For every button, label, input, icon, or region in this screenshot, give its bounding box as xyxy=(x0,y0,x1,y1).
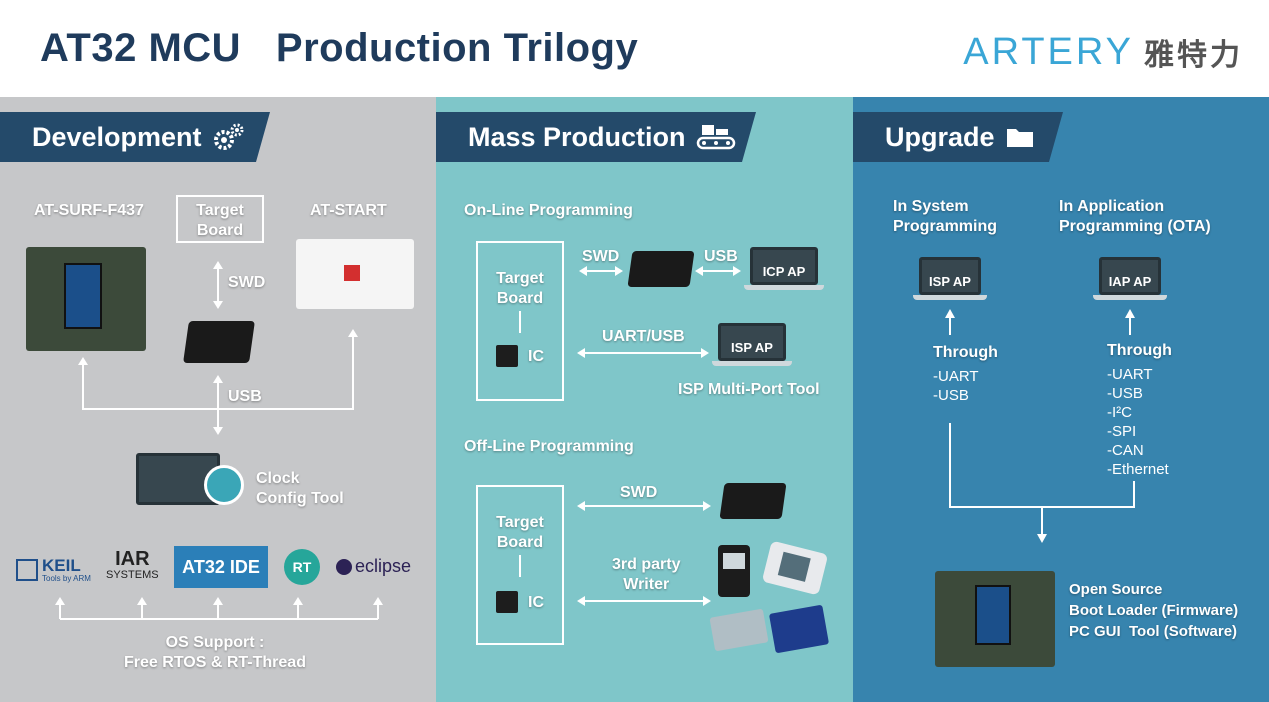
gears-icon xyxy=(212,122,246,152)
icp-ap-label: ICP AP xyxy=(750,247,818,285)
mass-production-header: Mass Production xyxy=(436,112,756,162)
upgrade-header: Upgrade xyxy=(853,112,1063,162)
logo-cn: 雅特力 xyxy=(1144,38,1243,73)
offline-target-board-label: Target Board xyxy=(496,514,544,551)
target-board-label: Target Board xyxy=(196,202,244,239)
clock-config-label: Clock Config Tool xyxy=(256,470,344,507)
online-programmer-image xyxy=(627,251,695,287)
keil-text: KEIL xyxy=(42,556,81,575)
logo-en: ARTERY xyxy=(963,30,1134,73)
online-programming-title: On-Line Programming xyxy=(464,202,633,219)
eclipse-logo: eclipse xyxy=(336,556,411,577)
keil-sub: Tools by ARM xyxy=(42,574,91,583)
online-divider xyxy=(519,311,521,333)
third-party-writer-label: 3rd party Writer xyxy=(612,556,681,593)
conveyor-icon xyxy=(696,123,736,151)
offline-ic-chip xyxy=(496,591,518,613)
at-start-board-image xyxy=(296,239,414,309)
swd-label: SWD xyxy=(228,274,266,291)
writer-handheld-image xyxy=(718,545,750,597)
offline-programmer-image xyxy=(719,483,787,519)
upgrade-iap-ap-label: IAP AP xyxy=(1099,257,1161,295)
icp-ap-laptop: ICP AP xyxy=(744,247,824,291)
online-swd-label: SWD xyxy=(582,248,620,265)
iap-ap-laptop: IAP AP xyxy=(1093,257,1167,301)
keil-logo: KEIL Tools by ARM xyxy=(16,555,91,585)
upgrade-header-label: Upgrade xyxy=(885,121,995,152)
isp-multi-port-label: ISP Multi-Port Tool xyxy=(678,381,820,398)
iap-title: In Application Programming (OTA) xyxy=(1059,198,1211,235)
development-panel: Development xyxy=(0,97,436,702)
artery-logo: ARTERY 雅特力 xyxy=(963,30,1243,74)
online-ic-chip xyxy=(496,345,518,367)
programmer-image xyxy=(183,321,255,363)
iar-text: IAR xyxy=(115,548,150,570)
folder-icon xyxy=(1005,125,1035,149)
mass-production-header-label: Mass Production xyxy=(468,121,686,152)
mass-production-panel: Mass Production On-Line Programming Targ… xyxy=(436,97,853,702)
at-surf-label: AT-SURF-F437 xyxy=(34,202,144,219)
development-header: Development xyxy=(0,112,270,162)
at32-ide-logo: AT32 IDE xyxy=(174,546,268,588)
target-board-box xyxy=(176,195,264,243)
upgrade-panel: Upgrade In System Programming In Applica… xyxy=(853,97,1269,702)
uart-usb-label: UART/USB xyxy=(602,328,685,345)
at-start-label: AT-START xyxy=(310,202,387,219)
bootloader-board-image xyxy=(935,571,1055,667)
os-support-label: OS Support : Free RTOS & RT-Thread xyxy=(124,634,306,671)
rt-thread-logo: RT xyxy=(284,549,320,585)
offline-ic-label: IC xyxy=(528,594,544,611)
through-2-label: Through xyxy=(1107,342,1172,359)
online-usb-label: USB xyxy=(704,248,738,265)
through-1-label: Through xyxy=(933,344,998,361)
open-source-label: Open Source Boot Loader (Firmware) PC GU… xyxy=(1069,581,1239,640)
clock-config-laptop-image xyxy=(136,453,220,505)
iar-sub: SYSTEMS xyxy=(106,569,159,581)
online-target-board-label: Target Board xyxy=(496,270,544,307)
isp-title: In System Programming xyxy=(893,198,998,235)
iar-logo: IAR SYSTEMS xyxy=(106,549,159,581)
through-2-items: -UART -USB -I²C -SPI -CAN -Ethernet xyxy=(1107,366,1169,478)
offline-target-board-box xyxy=(476,485,564,645)
through-1-items: -UART -USB xyxy=(933,368,979,404)
mass-production-connectors xyxy=(577,266,741,606)
offline-divider xyxy=(519,555,521,577)
page-title: AT32 MCU Production Trilogy xyxy=(40,26,639,70)
isp-ap-label: ISP AP xyxy=(718,323,786,361)
online-ic-label: IC xyxy=(528,348,544,365)
offline-swd-label: SWD xyxy=(620,484,658,501)
isp-ap-laptop: ISP AP xyxy=(712,323,792,367)
eclipse-text: eclipse xyxy=(355,556,412,576)
clock-icon xyxy=(204,465,244,505)
at-surf-board-image xyxy=(26,247,146,351)
upgrade-connectors xyxy=(945,309,1135,543)
online-target-board-box xyxy=(476,241,564,401)
upgrade-isp-ap-label: ISP AP xyxy=(919,257,981,295)
isp-ap-laptop-upgrade: ISP AP xyxy=(913,257,987,301)
usb-label: USB xyxy=(228,388,262,405)
development-connectors xyxy=(55,261,383,620)
development-header-label: Development xyxy=(32,121,202,152)
offline-programming-title: Off-Line Programming xyxy=(464,438,634,455)
